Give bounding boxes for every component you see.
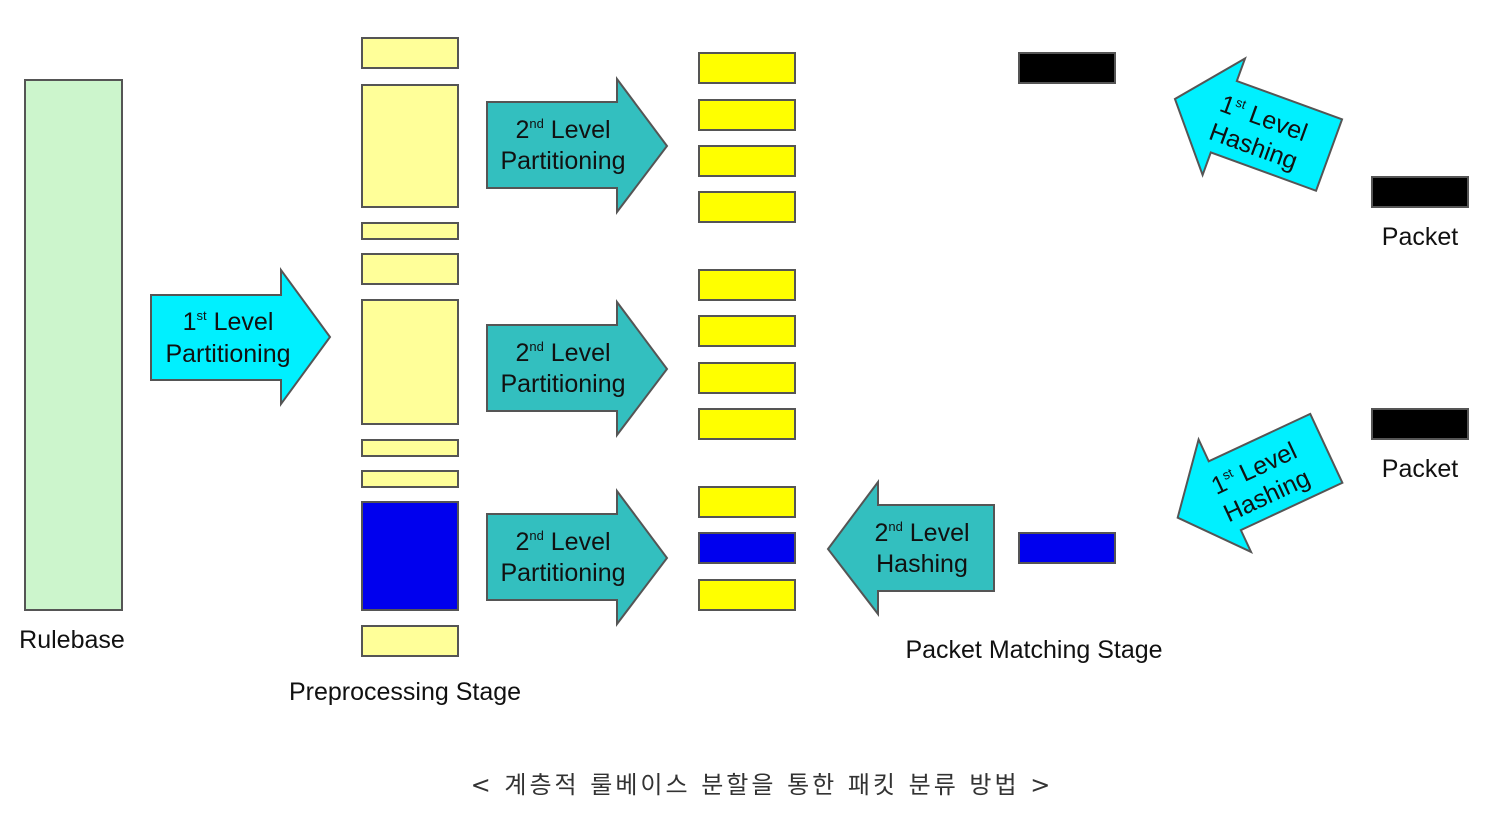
packet-matching-stage-label: Packet Matching Stage: [905, 636, 1162, 664]
arrow-num: 1: [183, 308, 197, 336]
arrow-line2: Hashing: [876, 550, 968, 578]
bucket-group-3: [698, 486, 796, 611]
partition-block: [361, 625, 459, 657]
figure-caption: < 계층적 룰베이스 분할을 통한 패킷 분류 방법 >: [471, 771, 1054, 799]
bucket-block: [698, 315, 796, 347]
preprocessing-partitions: [361, 37, 459, 657]
second-level-hashing-arrow: 2nd Level Hashing: [826, 478, 995, 617]
bucket-block: [698, 408, 796, 440]
packet-block-top: [1371, 176, 1469, 208]
second-level-partitioning-arrow-3: 2nd Level Partitioning: [486, 487, 669, 627]
arrow-num: 2: [515, 339, 529, 367]
arrow-num: 2: [515, 528, 529, 556]
partition-block: [361, 470, 459, 488]
arrow-line2: Partitioning: [500, 559, 625, 587]
bucket-block: [698, 269, 796, 301]
arrow-sup: nd: [529, 339, 543, 354]
svg-text:1st Level: 1st Level: [183, 308, 274, 336]
svg-text:2nd Level: 2nd Level: [515, 528, 610, 556]
arrow-sup: nd: [529, 528, 543, 543]
packet-label-bottom: Packet: [1382, 455, 1458, 483]
bucket-block: [698, 52, 796, 84]
arrow-sup: st: [197, 308, 208, 323]
arrow-word: Level: [207, 308, 274, 336]
arrow-sup: nd: [888, 519, 902, 534]
highlighted-partition-block: [361, 501, 459, 611]
partition-block: [361, 439, 459, 457]
arrow-word: Level: [903, 519, 970, 547]
packet-block-bottom: [1371, 408, 1469, 440]
partition-block: [361, 37, 459, 69]
first-level-partitioning-arrow: 1st Level Partitioning: [150, 266, 332, 408]
second-level-partitioning-arrow-1: 2nd Level Partitioning: [486, 75, 669, 215]
arrow-word: Level: [544, 339, 611, 367]
svg-text:2nd Level: 2nd Level: [874, 519, 969, 547]
bucket-block: [698, 145, 796, 177]
partition-block: [361, 84, 459, 208]
first-level-hashing-arrow-bottom: 1st Level Hashing: [1176, 412, 1344, 554]
arrow-word: Level: [544, 528, 611, 556]
partition-block: [361, 253, 459, 285]
bucket-block: [698, 486, 796, 518]
hashed-key-blue: [1018, 532, 1116, 564]
arrow-word: Level: [544, 116, 611, 144]
preprocessing-stage-label: Preprocessing Stage: [289, 678, 521, 706]
highlighted-bucket-block: [698, 532, 796, 564]
svg-text:2nd Level: 2nd Level: [515, 339, 610, 367]
partition-block: [361, 299, 459, 425]
bucket-group-2: [698, 269, 796, 440]
bucket-group-1: [698, 52, 796, 223]
bucket-block: [698, 99, 796, 131]
bucket-block: [698, 362, 796, 394]
arrow-line2: Partitioning: [165, 340, 290, 368]
bucket-block: [698, 579, 796, 611]
rulebase-block: [24, 79, 123, 611]
packet-label-top: Packet: [1382, 223, 1458, 251]
bucket-block: [698, 191, 796, 223]
svg-text:2nd Level: 2nd Level: [515, 116, 610, 144]
hashed-key-black: [1018, 52, 1116, 84]
arrow-num: 2: [874, 519, 888, 547]
first-level-hashing-arrow-top: 1st Level Hashing: [1173, 56, 1344, 193]
rulebase-label: Rulebase: [19, 626, 125, 654]
arrow-num: 2: [515, 116, 529, 144]
arrow-line2: Partitioning: [500, 370, 625, 398]
second-level-partitioning-arrow-2: 2nd Level Partitioning: [486, 298, 669, 438]
arrow-sup: nd: [529, 116, 543, 131]
arrow-line2: Partitioning: [500, 147, 625, 175]
partition-block: [361, 222, 459, 240]
